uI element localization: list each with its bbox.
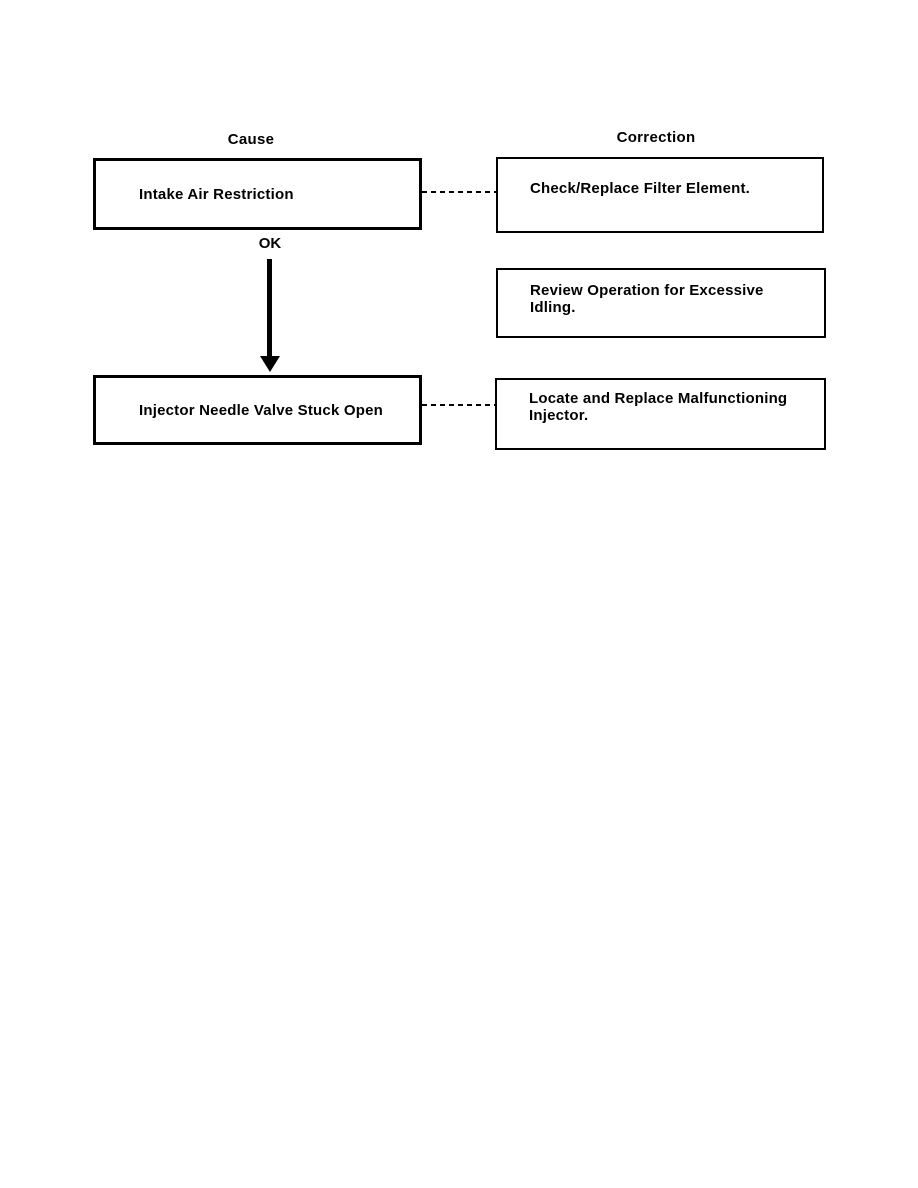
correction-box-review-operation: Review Operation for Excessive Idling.: [496, 268, 826, 338]
correction-box-line: Injector.: [529, 407, 589, 424]
column-header-cause: Cause: [227, 131, 275, 148]
correction-box-check-replace-filter: Check/Replace Filter Element.: [496, 157, 824, 233]
arrow-down-icon: [260, 356, 280, 372]
dashed-connector: [422, 191, 497, 193]
cause-box-injector-needle-valve: Injector Needle Valve Stuck Open: [93, 375, 422, 445]
ok-label: OK: [258, 235, 282, 252]
column-header-correction: Correction: [616, 129, 696, 146]
correction-box-line: Idling.: [530, 299, 576, 316]
cause-box-label: Injector Needle Valve Stuck Open: [139, 401, 383, 419]
cause-box-intake-air-restriction: Intake Air Restriction: [93, 158, 422, 230]
correction-box-line: Locate and Replace Malfunctioning: [529, 390, 788, 407]
cause-box-label: Intake Air Restriction: [139, 185, 294, 203]
arrow-down-shaft: [267, 259, 272, 357]
dashed-connector: [422, 404, 496, 406]
correction-box-line: Review Operation for Excessive: [530, 282, 764, 299]
correction-box-locate-replace-injector: Locate and Replace Malfunctioning Inject…: [495, 378, 826, 450]
correction-box-line: Check/Replace Filter Element.: [530, 180, 751, 197]
